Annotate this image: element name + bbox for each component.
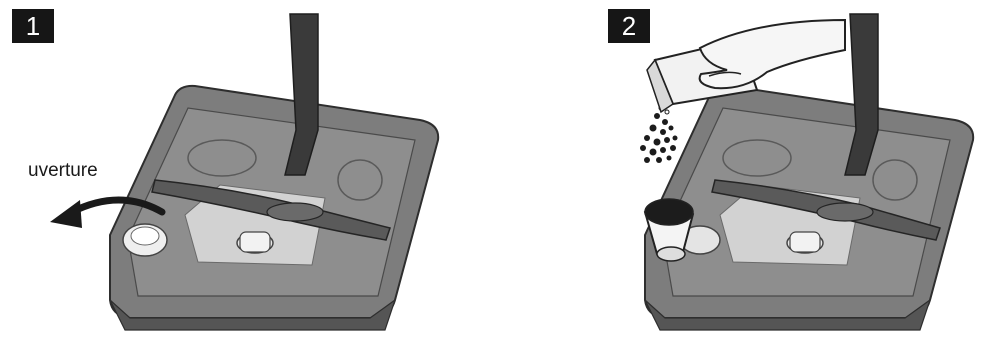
opening-callout-label: uverture (28, 160, 98, 182)
step-1-panel: 1 uverture (0, 0, 495, 338)
salt-container-cap (123, 224, 167, 256)
hand-icon (700, 20, 845, 88)
step-2-illustration (495, 0, 990, 338)
salt-grains-icon (640, 106, 678, 163)
step-number-badge: 2 (608, 9, 650, 43)
step-2-panel: 2 (495, 0, 990, 338)
step-number-badge: 1 (12, 9, 54, 43)
